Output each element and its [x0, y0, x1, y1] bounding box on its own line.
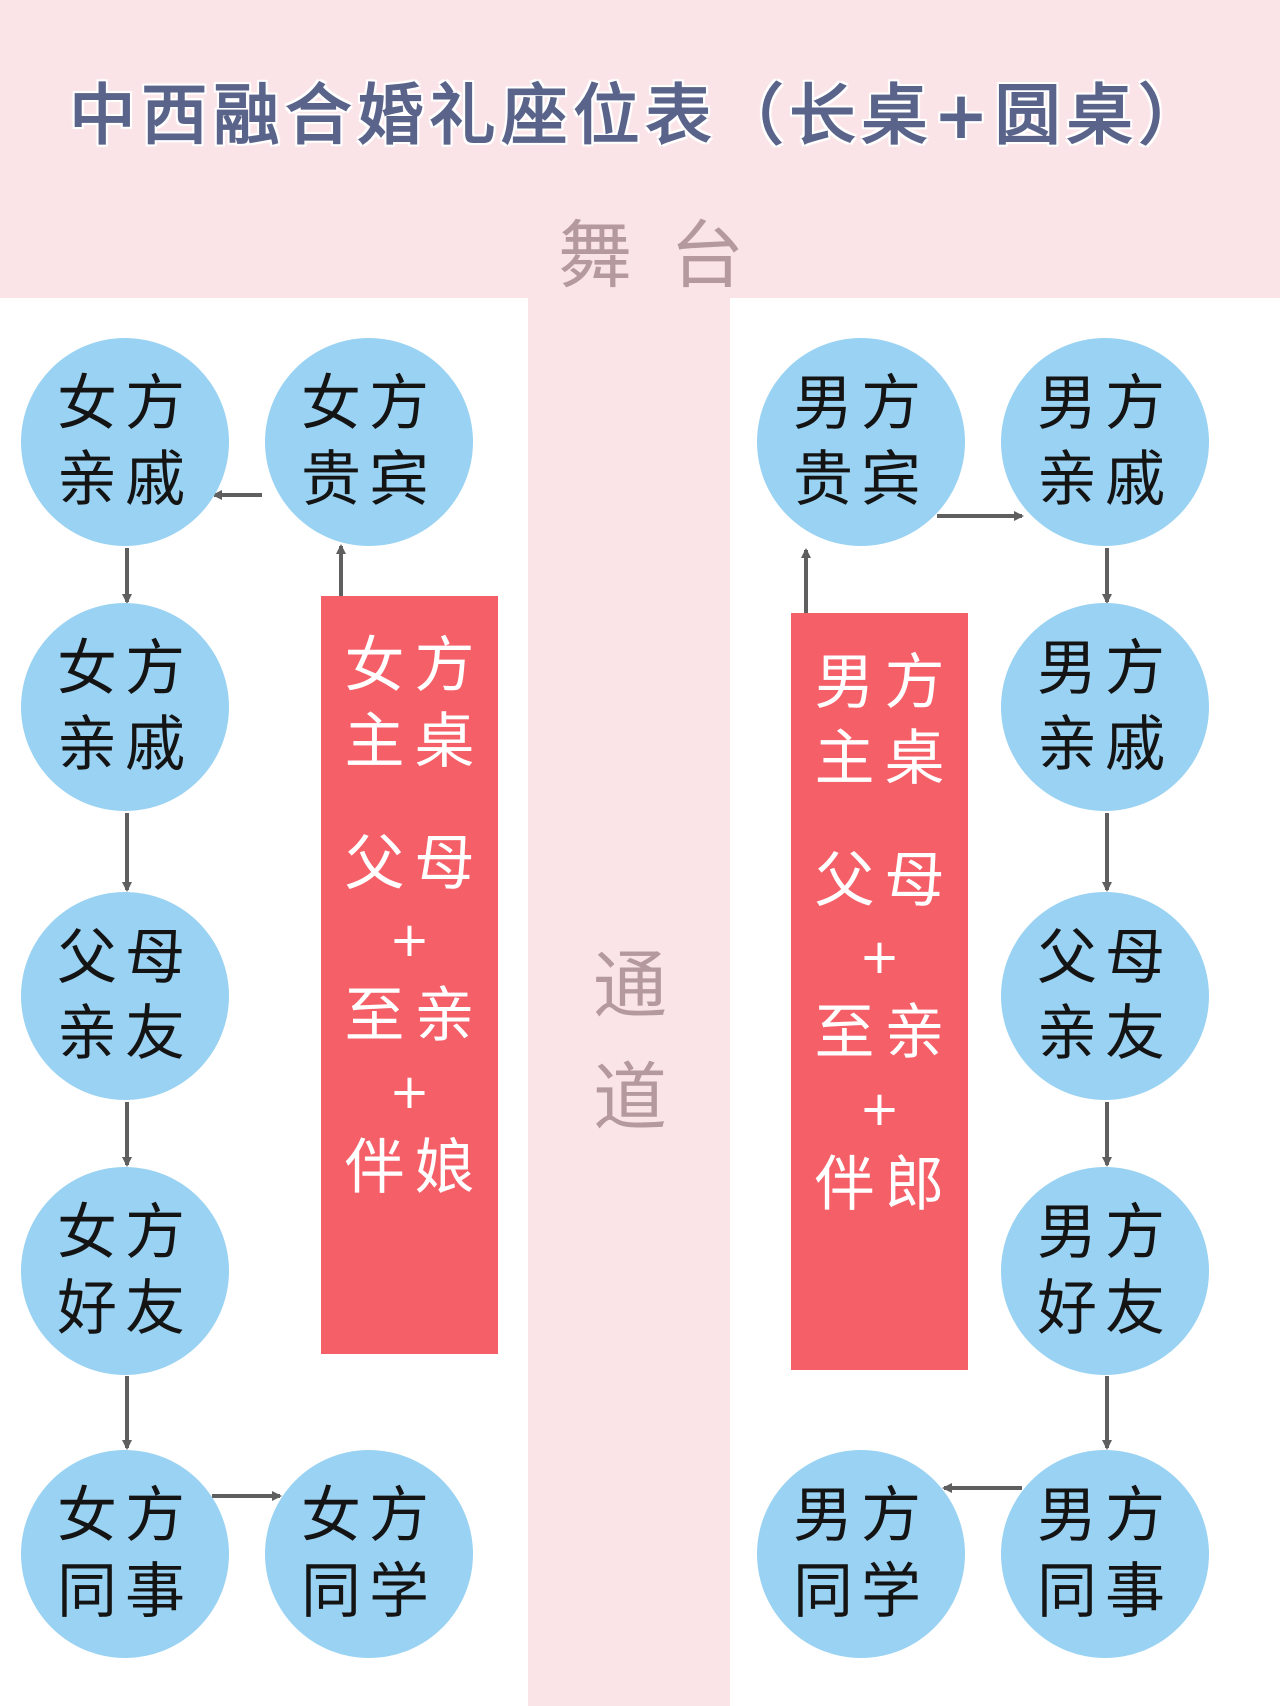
table-bride-guests: 女方贵宾: [265, 338, 473, 546]
bride-main-table: 女方 主桌 父母 + 至亲 + 伴娘: [321, 596, 498, 1354]
table-label-line2: 贵宾: [301, 445, 437, 515]
main-table-line: 伴郎: [814, 1150, 955, 1220]
table-groom-colleagues: 男方同事: [1001, 1450, 1209, 1658]
table-label-line2: 好友: [57, 1274, 193, 1344]
table-label-line1: 男方: [793, 1481, 929, 1551]
table-groom-friends: 男方好友: [1001, 1167, 1209, 1375]
main-table-line: 父母: [814, 846, 955, 916]
table-groom-guests: 男方贵宾: [757, 338, 965, 546]
main-table-line: 主桌: [814, 724, 955, 794]
table-label-line1: 男方: [1037, 1481, 1173, 1551]
main-table-line: 伴娘: [344, 1133, 485, 1203]
table-label-line2: 同学: [301, 1557, 437, 1627]
table-label-line1: 女方: [57, 1198, 193, 1268]
table-label-line2: 亲友: [57, 999, 193, 1069]
header-band: [0, 0, 1280, 298]
page-title: 中西融合婚礼座位表（长桌+圆桌）: [69, 77, 1211, 154]
main-table-line: 至亲: [344, 981, 485, 1051]
table-groom-parents-friends: 父母亲友: [1001, 892, 1209, 1100]
table-bride-parents-friends: 父母亲友: [21, 892, 229, 1100]
table-label-line1: 男方: [793, 369, 929, 439]
main-table-line: 男方: [814, 648, 955, 718]
aisle-label: 通 道: [570, 930, 690, 1154]
table-groom-classmates: 男方同学: [757, 1450, 965, 1658]
main-table-line: 女方: [344, 631, 485, 701]
table-label-line2: 同学: [793, 1557, 929, 1627]
table-label-line2: 同事: [1037, 1557, 1173, 1627]
table-label-line1: 父母: [57, 923, 193, 993]
main-table-line: 父母: [344, 829, 485, 899]
table-bride-relatives-1: 女方亲戚: [21, 338, 229, 546]
table-bride-friends: 女方好友: [21, 1167, 229, 1375]
aisle-label-char-2: 道: [593, 1055, 667, 1141]
table-label-line1: 男方: [1037, 634, 1173, 704]
table-label-line2: 亲戚: [1037, 710, 1173, 780]
table-bride-relatives-2: 女方亲戚: [21, 603, 229, 811]
table-label-line1: 女方: [57, 369, 193, 439]
main-table-line: 至亲: [814, 998, 955, 1068]
table-label-line2: 贵宾: [793, 445, 929, 515]
main-table-line: 主桌: [344, 707, 485, 777]
main-table-plus: +: [389, 1064, 440, 1120]
main-table-plus: +: [859, 929, 910, 985]
table-bride-colleagues: 女方同事: [21, 1450, 229, 1658]
table-label-line1: 女方: [57, 634, 193, 704]
aisle-label-char-1: 通: [593, 943, 667, 1029]
table-label-line2: 好友: [1037, 1274, 1173, 1344]
table-bride-classmates: 女方同学: [265, 1450, 473, 1658]
aisle: [528, 298, 730, 1706]
table-label-line2: 亲友: [1037, 999, 1173, 1069]
table-label-line2: 亲戚: [1037, 445, 1173, 515]
table-label-line1: 女方: [301, 369, 437, 439]
table-label-line1: 女方: [301, 1481, 437, 1551]
table-label-line2: 同事: [57, 1557, 193, 1627]
table-label-line1: 男方: [1037, 1198, 1173, 1268]
table-label-line1: 父母: [1037, 923, 1173, 993]
main-table-plus: +: [859, 1081, 910, 1137]
stage-label: 舞台: [558, 213, 782, 299]
table-label-line1: 男方: [1037, 369, 1173, 439]
groom-main-table: 男方 主桌 父母 + 至亲 + 伴郎: [791, 613, 968, 1370]
table-groom-relatives-2: 男方亲戚: [1001, 603, 1209, 811]
main-table-plus: +: [389, 912, 440, 968]
table-groom-relatives-1: 男方亲戚: [1001, 338, 1209, 546]
table-label-line2: 亲戚: [57, 445, 193, 515]
table-label-line2: 亲戚: [57, 710, 193, 780]
table-label-line1: 女方: [57, 1481, 193, 1551]
